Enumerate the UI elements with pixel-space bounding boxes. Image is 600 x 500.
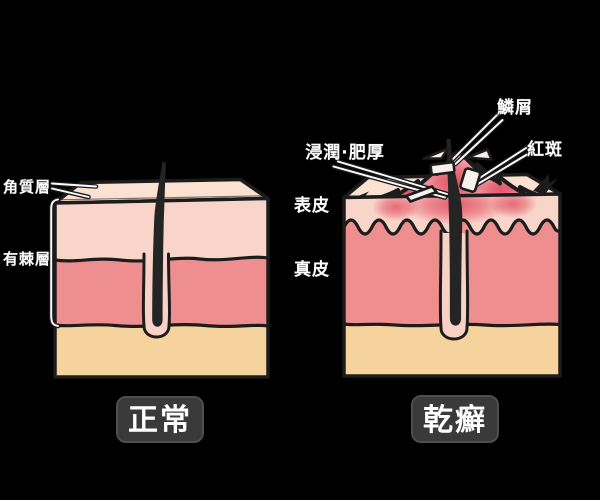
left-subcutis-layer [55, 324, 268, 377]
left-hair-shaft [152, 161, 166, 327]
right-front-face-outline [342, 192, 562, 378]
right-subcutis-layer [344, 324, 560, 376]
spinosum-bracket [50, 198, 59, 327]
normal-skin-block [53, 161, 270, 379]
erythema-label: 紅斑 [527, 139, 563, 160]
scale-chip-left [404, 185, 438, 203]
corneum-leader-line-1 [51, 182, 97, 188]
middle-labels: 表皮 真皮 [294, 195, 330, 281]
scales-label: 鱗屑 [496, 97, 533, 118]
right-labels: 鱗屑 紅斑 浸潤·肥厚 [305, 97, 563, 164]
epidermis-label: 表皮 [294, 195, 330, 216]
erythema-leader-line-1 [471, 147, 527, 184]
scale-chips [404, 147, 493, 203]
scale-sliver-top-right [465, 148, 493, 161]
right-follicle-outline [438, 229, 470, 341]
normal-caption-box [116, 396, 204, 443]
psoriasis-caption: 乾癬 [423, 403, 487, 438]
captions: 正常 乾癬 [116, 395, 499, 443]
black-flake-right [533, 174, 558, 194]
left-follicle-outline [141, 252, 172, 339]
right-hair-shaft [446, 139, 463, 326]
left-labels: 角質層 有棘層 [2, 178, 99, 329]
infiltration-thickening-label: 浸潤·肥厚 [305, 142, 384, 163]
stratum-spinosum-label: 有棘層 [3, 250, 51, 268]
scale-chip-right [459, 167, 482, 193]
scale-chip-top-center [429, 161, 456, 176]
erythema-leader-line-2 [473, 153, 528, 187]
left-front-face-outline [53, 196, 270, 379]
normal-caption: 正常 [128, 403, 192, 438]
scales-leader-line-1 [451, 113, 499, 161]
psoriasis-caption-box [411, 395, 499, 443]
scales-leader-line-2 [454, 119, 504, 165]
corneum-leader-line-2 [51, 187, 90, 198]
scale-sliver-top-left [422, 147, 450, 160]
dermis-label: 真皮 [294, 259, 330, 280]
stratum-corneum-label: 角質層 [3, 178, 51, 196]
